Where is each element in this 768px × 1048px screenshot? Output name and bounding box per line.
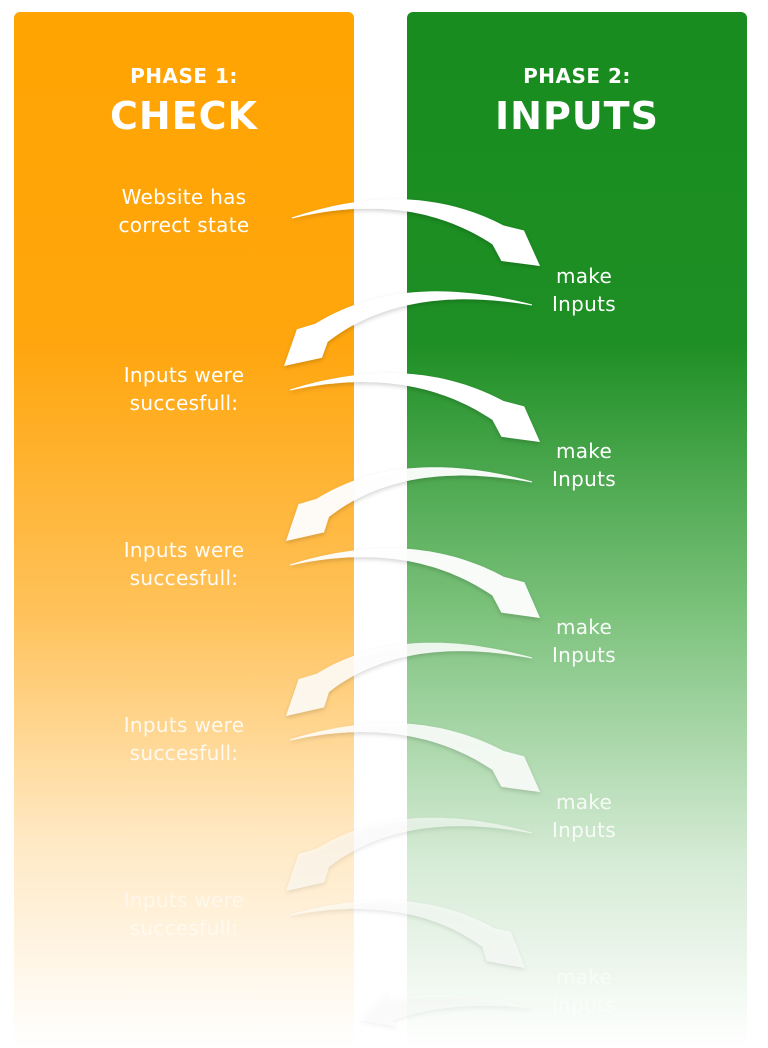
phase-2-column: PHASE 2: INPUTS (407, 12, 747, 1048)
phase-1-title: CHECK (110, 94, 258, 138)
phase-2-label: PHASE 2: (523, 64, 631, 88)
forward-arrow (289, 548, 540, 618)
back-arrow (286, 817, 533, 891)
check-step-text: Inputs were succesfull: (123, 363, 245, 415)
input-step-text: make Inputs (551, 439, 616, 491)
back-arrow (286, 467, 533, 541)
forward-arrow (291, 199, 540, 266)
input-step-text: make Inputs (551, 965, 616, 1017)
check-step-text: Website has correct state (118, 185, 250, 237)
input-step-text: make Inputs (551, 790, 616, 842)
check-step-text: Inputs were succesfull: (123, 538, 245, 590)
forward-arrow (289, 900, 525, 968)
back-arrow (286, 642, 533, 716)
check-step-text: Inputs were succesfull: (123, 888, 245, 940)
input-step-text: make Inputs (551, 264, 616, 316)
phase-1-label: PHASE 1: (130, 64, 238, 88)
check-step-text: Inputs were succesfull: (123, 713, 245, 765)
back-arrow (360, 991, 533, 1027)
phase-2-title: INPUTS (495, 94, 659, 138)
forward-arrow (289, 723, 540, 792)
back-arrow (284, 291, 533, 366)
forward-arrow (289, 373, 540, 442)
input-step-text: make Inputs (551, 615, 616, 667)
